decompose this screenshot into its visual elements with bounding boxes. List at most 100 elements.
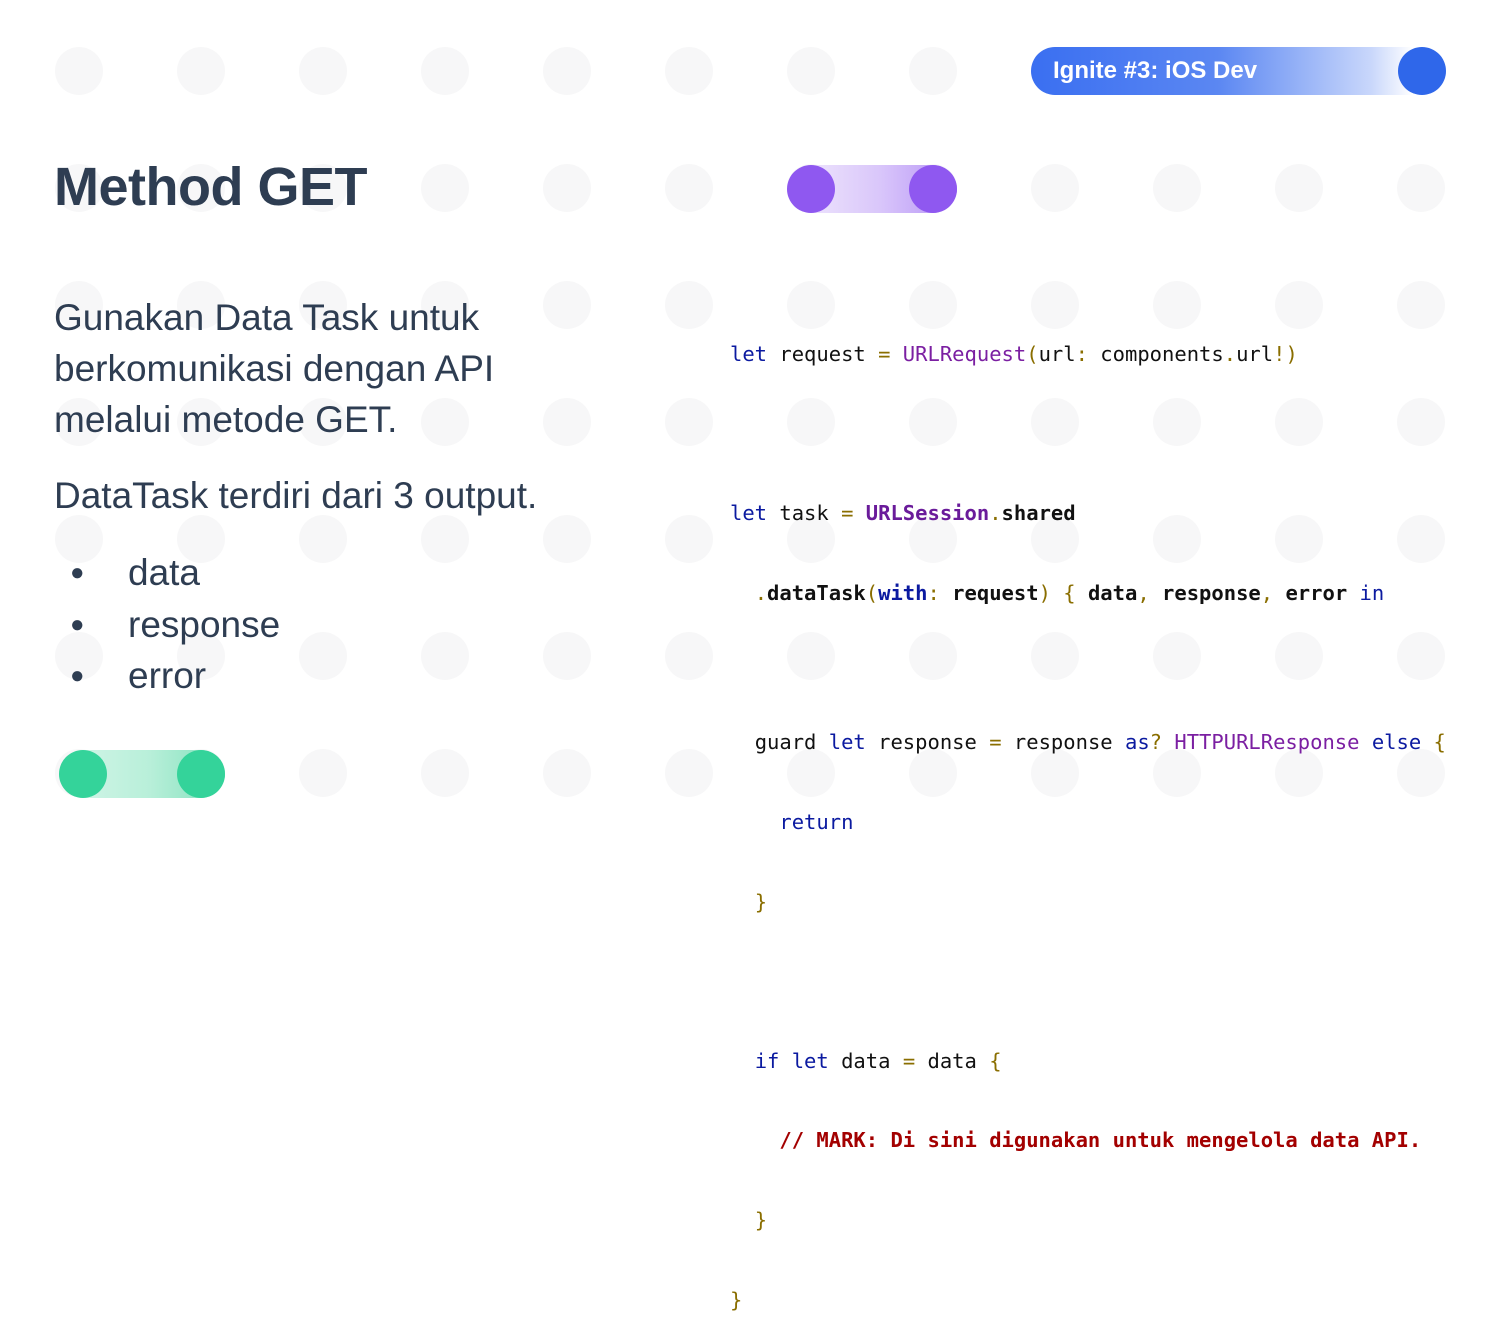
background-dot bbox=[421, 632, 469, 680]
list-item-label: response bbox=[128, 603, 281, 645]
background-dot bbox=[1153, 281, 1201, 329]
bullet-icon: ● bbox=[70, 610, 85, 638]
background-dot bbox=[1275, 749, 1323, 797]
green-pill-right-circle bbox=[177, 750, 225, 798]
background-dot bbox=[665, 398, 713, 446]
background-dot bbox=[177, 515, 225, 563]
background-dot bbox=[55, 632, 103, 680]
background-dot bbox=[543, 749, 591, 797]
background-dot bbox=[1031, 164, 1079, 212]
background-dot bbox=[177, 47, 225, 95]
code-comment: // MARK: Di sini digunakan untuk mengelo… bbox=[779, 1128, 1422, 1153]
background-dot bbox=[1275, 515, 1323, 563]
background-dot bbox=[299, 47, 347, 95]
code-line: .dataTask(with: request) { data, respons… bbox=[754, 580, 1385, 605]
slide-description: Gunakan Data Task untuk berkomunikasi de… bbox=[54, 297, 495, 440]
background-dot bbox=[1153, 398, 1201, 446]
background-dot bbox=[665, 632, 713, 680]
background-dot bbox=[787, 281, 835, 329]
bullet-icon: ● bbox=[70, 662, 85, 689]
code-snippet: let request = URLRequest(url: components… bbox=[730, 291, 1446, 1340]
background-dot bbox=[299, 164, 347, 212]
purple-pill-decoration bbox=[787, 165, 957, 213]
background-dot bbox=[55, 515, 103, 563]
background-dot bbox=[421, 398, 469, 446]
background-dot bbox=[1031, 632, 1079, 680]
background-dot bbox=[543, 281, 591, 329]
background-dot bbox=[299, 749, 347, 797]
code-line: guard let response = response as? HTTPUR… bbox=[754, 730, 1446, 755]
background-dot bbox=[1153, 515, 1201, 563]
code-line: if let data = data { bbox=[754, 1048, 1002, 1073]
background-dot bbox=[665, 164, 713, 212]
background-dot bbox=[177, 398, 225, 446]
background-dot bbox=[787, 749, 835, 797]
background-dot bbox=[421, 164, 469, 212]
background-dot bbox=[1275, 164, 1323, 212]
background-dot bbox=[543, 398, 591, 446]
background-dot bbox=[421, 281, 469, 329]
background-dot bbox=[1397, 749, 1445, 797]
background-dot bbox=[1397, 281, 1445, 329]
background-dot bbox=[177, 164, 225, 212]
background-dot bbox=[543, 47, 591, 95]
background-dot bbox=[909, 398, 957, 446]
background-dot bbox=[909, 281, 957, 329]
background-dot bbox=[421, 47, 469, 95]
background-dot bbox=[1397, 515, 1445, 563]
list-item-label: data bbox=[128, 552, 201, 593]
code-line: let task = URLSession.shared bbox=[730, 501, 1076, 526]
background-dot bbox=[299, 515, 347, 563]
background-dot bbox=[55, 398, 103, 446]
background-dot bbox=[543, 164, 591, 212]
background-dot bbox=[421, 749, 469, 797]
background-dot bbox=[1397, 398, 1445, 446]
code-line: } bbox=[754, 1207, 768, 1232]
background-dot bbox=[1031, 281, 1079, 329]
list-item-label: error bbox=[128, 655, 207, 696]
green-pill-decoration bbox=[59, 750, 225, 798]
output-list: ● data ● response ● error bbox=[54, 547, 280, 702]
background-dot bbox=[909, 515, 957, 563]
background-dot bbox=[299, 632, 347, 680]
code-line: // MARK: Di sini digunakan untuk mengelo… bbox=[730, 1125, 1446, 1157]
code-line: } bbox=[730, 1287, 743, 1312]
list-item: ● data bbox=[54, 547, 280, 599]
background-dot bbox=[1275, 281, 1323, 329]
background-dot bbox=[55, 164, 103, 212]
background-dot bbox=[1397, 164, 1445, 212]
event-badge-label: Ignite #3: iOS Dev bbox=[1053, 57, 1258, 84]
background-dot bbox=[665, 47, 713, 95]
background-dot bbox=[177, 281, 225, 329]
slide-subtitle: DataTask terdiri dari 3 output. bbox=[54, 475, 538, 516]
code-line: let request = URLRequest(url: components… bbox=[730, 342, 1298, 366]
bullet-icon: ● bbox=[70, 559, 85, 586]
background-dot bbox=[665, 515, 713, 563]
purple-pill-left-circle bbox=[787, 165, 835, 213]
background-dot bbox=[909, 632, 957, 680]
background-dot bbox=[909, 749, 957, 797]
badge-circle-decoration bbox=[1398, 47, 1446, 95]
background-dot bbox=[787, 398, 835, 446]
background-dot bbox=[1031, 515, 1079, 563]
list-item: ● response bbox=[54, 599, 280, 651]
background-dot bbox=[665, 749, 713, 797]
background-dot bbox=[1275, 632, 1323, 680]
green-pill-left-circle bbox=[59, 750, 107, 798]
purple-pill-right-circle bbox=[909, 165, 957, 213]
background-dot bbox=[55, 281, 103, 329]
background-dot bbox=[543, 632, 591, 680]
background-dot bbox=[1031, 398, 1079, 446]
background-dot bbox=[543, 515, 591, 563]
background-dot bbox=[1153, 164, 1201, 212]
background-dot bbox=[787, 632, 835, 680]
background-dot bbox=[299, 281, 347, 329]
list-item: ● error bbox=[54, 650, 280, 702]
background-dot bbox=[1153, 632, 1201, 680]
background-dot bbox=[299, 398, 347, 446]
background-dot bbox=[1397, 632, 1445, 680]
background-dot bbox=[1153, 749, 1201, 797]
event-badge: Ignite #3: iOS Dev bbox=[1031, 47, 1446, 95]
background-dot bbox=[1031, 749, 1079, 797]
background-dot bbox=[665, 281, 713, 329]
